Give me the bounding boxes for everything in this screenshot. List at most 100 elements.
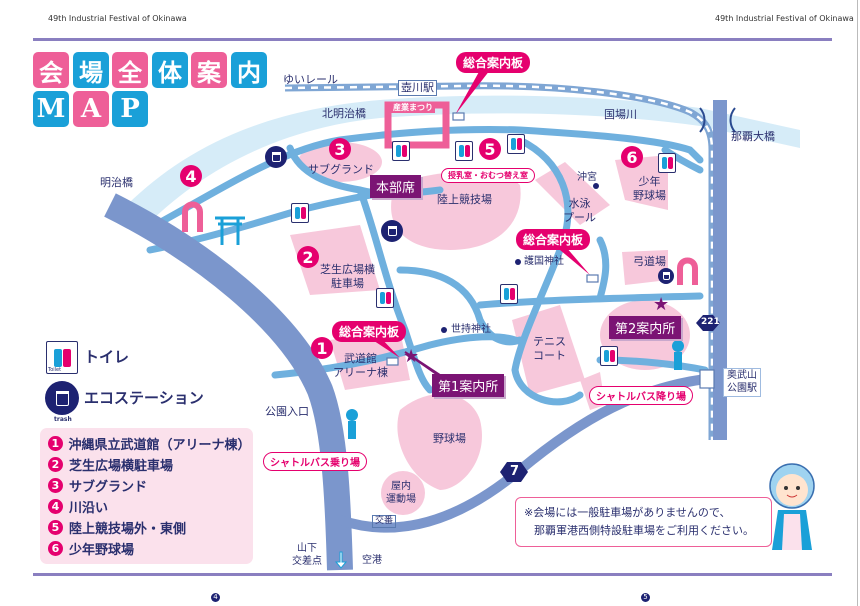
page-number-left: 4	[211, 593, 220, 602]
spot-5-marker: 5	[479, 138, 501, 160]
legend-trash-caption: trash	[54, 416, 72, 423]
legend-label: サブグランド	[69, 480, 148, 495]
toilet-icon	[376, 288, 394, 308]
label-tsubogawa-station: 壺川駅	[398, 80, 437, 96]
label-festival-gate: 産業まつり	[391, 103, 435, 113]
label-park-entrance: 公園入口	[265, 405, 309, 418]
toilet-icon	[455, 141, 473, 161]
info-desk-1-label: 第1案内所	[432, 374, 505, 397]
route-221-shield	[696, 315, 720, 331]
route-221-label: 221	[701, 317, 720, 327]
parking-note-line2: 那覇軍港西側特設駐車場をご利用ください。	[534, 523, 754, 537]
trash-icon	[265, 146, 287, 168]
spot-1-marker: 1	[311, 337, 333, 359]
area-youth-baseball	[615, 155, 668, 210]
label-baseball: 野球場	[433, 432, 466, 445]
label-budokan: 武道館 アリーナ棟	[333, 352, 388, 379]
signboard-1	[452, 112, 465, 121]
trash-icon	[658, 268, 674, 284]
toilet-icon	[291, 203, 309, 223]
label-yui-rail: ゆいレール	[283, 73, 338, 86]
title-map-letter: P	[112, 91, 148, 127]
title-map-letter: M	[33, 91, 69, 127]
legend-number: 6	[48, 541, 63, 556]
label-tennis: テニス コート	[533, 335, 566, 362]
label-naha-bridge: 那覇大橋	[731, 130, 775, 143]
title-char: 場	[73, 52, 109, 88]
area-sub-ground	[298, 142, 382, 182]
info-board-callout: 総合案内板	[332, 321, 407, 342]
legend-label: 沖縄県立武道館（アリーナ棟）	[68, 438, 251, 453]
info-desk-2-label: 第2案内所	[609, 316, 682, 339]
gate-icon-west	[182, 201, 203, 232]
label-indoor: 屋内 運動場	[386, 481, 416, 505]
label-lawn-parking: 芝生広場横 駐車場	[320, 263, 375, 290]
road-left-highway	[104, 193, 353, 571]
label-airport: 空港	[362, 555, 382, 566]
toilet-icon	[392, 141, 410, 161]
spot-6-marker: 6	[621, 146, 643, 168]
toilet-icon	[507, 134, 525, 154]
label-yamashita: 山下 交差点	[292, 543, 322, 567]
label-kita-meiji-bridge: 北明治橋	[322, 107, 366, 120]
page-number-right: 5	[641, 593, 650, 602]
nursing-room-label: 授乳室・おむつ替え室	[441, 168, 535, 183]
legend-item: 3 サブグランド	[48, 475, 245, 496]
path-mid	[396, 266, 524, 346]
legend-item: 5 陸上競技場外・東側	[48, 517, 245, 538]
path-to-youth	[661, 146, 704, 174]
area-kyudo	[622, 250, 668, 285]
bottom-rule	[33, 573, 832, 576]
label-stadium: 陸上競技場	[437, 193, 492, 206]
label-pool: 水泳 プール	[563, 197, 596, 224]
legend-toilet-icon	[46, 341, 78, 374]
header-left: 49th Industrial Festival of Okinawa	[48, 14, 187, 23]
label-kyudo: 弓道場	[633, 255, 666, 268]
toilet-icon	[600, 346, 618, 366]
shuttle-boarding-label: シャトルバス乗り場	[263, 452, 367, 471]
header-right: 49th Industrial Festival of Okinawa	[715, 14, 854, 23]
star-icon-info2: ★	[653, 294, 669, 315]
shuttle-dropoff-label: シャトルバス降り場	[589, 386, 693, 405]
legend-label: 陸上競技場外・東側	[69, 522, 187, 537]
title-char: 案	[191, 52, 227, 88]
spot-2-marker: 2	[297, 246, 319, 268]
legend-toilet-label: トイレ	[84, 348, 130, 366]
title-map-letter: A	[73, 91, 109, 127]
area-lawn-parking	[290, 225, 380, 295]
area-indoor	[381, 471, 425, 515]
path-west	[356, 186, 434, 394]
trash-icon	[381, 220, 403, 242]
title-char: 内	[231, 52, 267, 88]
parking-note: ※会場には一般駐車場がありませんので、 那覇軍港西側特設駐車場をご利用ください。	[515, 497, 772, 547]
spot-3-marker: 3	[329, 138, 351, 160]
top-rule	[33, 38, 832, 41]
legend-eco-label: エコステーション	[84, 389, 204, 407]
parking-note-line1: ※会場には一般駐車場がありませんので、	[524, 506, 731, 519]
path-outer	[146, 126, 704, 232]
info-board-callout: 総合案内板	[516, 229, 591, 250]
legend-number: 5	[48, 520, 63, 535]
label-youth-baseball: 少年 野球場	[633, 175, 666, 202]
label-kokuba-river: 国場川	[604, 108, 637, 121]
toilet-icon	[500, 284, 518, 304]
page-edge	[857, 0, 858, 606]
torii-icon	[215, 216, 245, 245]
legend-toilet-caption: Toilet	[48, 367, 62, 373]
label-meiji-bridge: 明治橋	[100, 176, 133, 189]
arrow-down-icon	[334, 551, 348, 569]
station-box	[699, 369, 715, 389]
toilet-icon	[658, 153, 676, 173]
legend-label: 川沿い	[69, 501, 109, 516]
gate-icon-east	[677, 257, 698, 285]
info-board-callout: 総合案内板	[456, 52, 531, 73]
legend-number: 3	[48, 478, 63, 493]
mascot-illustration	[769, 463, 815, 550]
path-ring-east	[596, 236, 610, 302]
route-7-label: 7	[510, 464, 520, 479]
area-pool	[535, 162, 610, 225]
